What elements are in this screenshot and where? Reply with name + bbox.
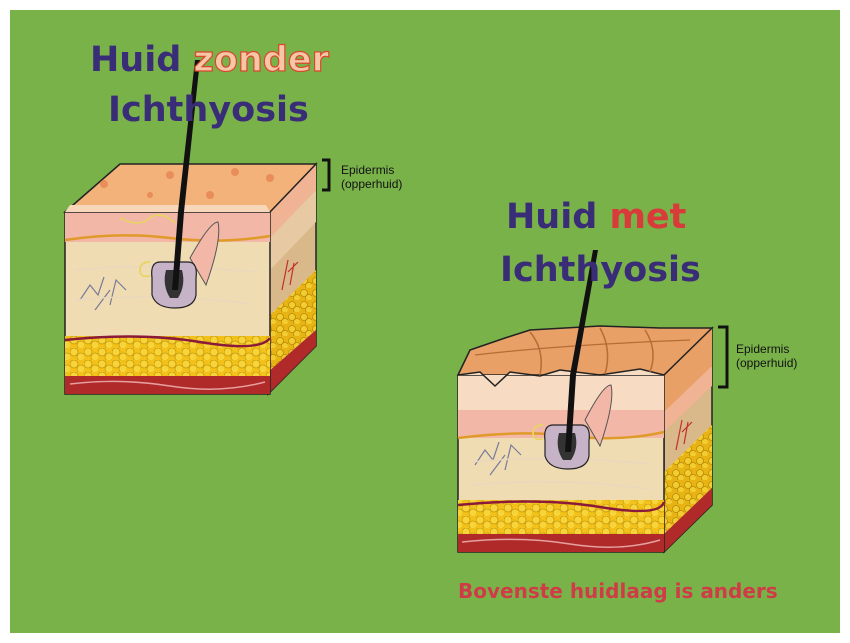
caption: Bovenste huidlaag is anders <box>458 579 778 603</box>
healthy-title-highlight: zonder <box>193 40 328 80</box>
healthy-epidermis-text: Epidermis <box>341 163 402 177</box>
ichthyosis-epidermis-sub: (opperhuid) <box>736 356 797 370</box>
healthy-title-line2: Ichthyosis <box>108 90 309 130</box>
healthy-epidermis-sub: (opperhuid) <box>341 177 402 191</box>
ichthyosis-epidermis-text: Epidermis <box>736 342 797 356</box>
ichthyosis-title-line2: Ichthyosis <box>500 250 701 290</box>
healthy-fat-layer <box>65 336 270 376</box>
ichthyosis-epidermis-label: Epidermis (opperhuid) <box>736 342 797 370</box>
ichthyosis-fat-layer <box>458 500 664 534</box>
healthy-epidermis-label: Epidermis (opperhuid) <box>341 163 402 191</box>
ichthyosis-title-line1: Huid met <box>506 197 686 237</box>
healthy-title-line1: Huid zonder <box>90 40 329 80</box>
healthy-epidermis-bracket <box>322 160 329 190</box>
ichthyosis-title-highlight: met <box>609 197 686 237</box>
ichthyosis-title-word: Huid <box>506 197 597 237</box>
ichthyosis-epidermis-bracket <box>718 327 727 387</box>
healthy-title-word: Huid <box>90 40 181 80</box>
ichthyosis-skin-block <box>458 250 727 552</box>
